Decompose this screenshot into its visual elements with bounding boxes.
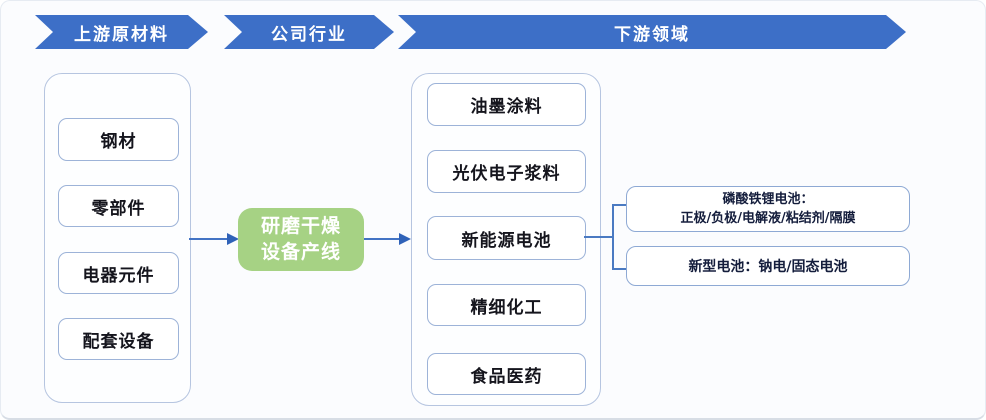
upstream-item-label: 零部件	[91, 198, 146, 219]
downstream-item-label: 油墨涂料	[470, 97, 543, 117]
battery-branch-connector-bottom-stub	[612, 268, 626, 270]
banner-upstream-label: 上游原材料	[74, 24, 169, 45]
battery-branch-connector-top-stub	[612, 204, 626, 206]
arrow-right-icon	[227, 233, 239, 245]
upstream-item-label: 配套设备	[82, 331, 155, 352]
battery-detail-new-type: 新型电池：钠电/固态电池	[626, 246, 910, 286]
upstream-item-steel: 钢材	[58, 118, 179, 161]
banner-upstream-materials: 上游原材料	[35, 15, 208, 49]
downstream-item-ink-coatings: 油墨涂料	[427, 83, 586, 126]
downstream-item-label: 光伏电子浆料	[452, 164, 561, 184]
battery-branch-connector-stem	[584, 236, 613, 238]
battery-branch-connector-vertical	[612, 204, 614, 270]
upstream-item-label: 钢材	[100, 132, 137, 152]
downstream-item-food-pharma: 食品医药	[427, 353, 586, 395]
company-line-1: 研磨干燥	[260, 214, 341, 237]
arrow-upstream-to-company-line	[189, 238, 229, 240]
battery-detail-lfp-title: 磷酸铁锂电池：	[722, 191, 814, 207]
downstream-item-label: 食品医药	[470, 366, 543, 387]
company-product-line-box: 研磨干燥 设备产线	[238, 208, 364, 271]
upstream-item-components: 零部件	[58, 185, 179, 227]
downstream-item-label: 新能源电池	[461, 230, 552, 251]
upstream-item-electrical-parts: 电器元件	[58, 252, 179, 294]
company-line-2: 设备产线	[260, 240, 341, 263]
downstream-item-new-energy-battery: 新能源电池	[427, 216, 586, 260]
banner-downstream-fields: 下游领域	[398, 15, 906, 49]
battery-detail-new-type-label: 新型电池：钠电/固态电池	[688, 259, 848, 275]
banner-company-label: 公司行业	[271, 24, 347, 45]
banner-company-industry: 公司行业	[224, 15, 394, 49]
upstream-item-label: 电器元件	[82, 265, 155, 286]
downstream-item-pv-electronic-paste: 光伏电子浆料	[427, 150, 586, 193]
arrow-company-to-downstream-line	[364, 238, 401, 240]
banner-downstream-label: 下游领域	[614, 24, 690, 45]
downstream-item-label: 精细化工	[470, 297, 543, 318]
arrow-right-icon	[399, 233, 411, 245]
battery-detail-lfp: 磷酸铁锂电池： 正极/负极/电解液/粘结剂/隔膜	[626, 186, 910, 232]
upstream-item-supporting-equipment: 配套设备	[58, 318, 179, 360]
downstream-item-fine-chemicals: 精细化工	[427, 284, 586, 326]
battery-detail-lfp-materials: 正极/负极/电解液/粘结剂/隔膜	[680, 211, 856, 226]
